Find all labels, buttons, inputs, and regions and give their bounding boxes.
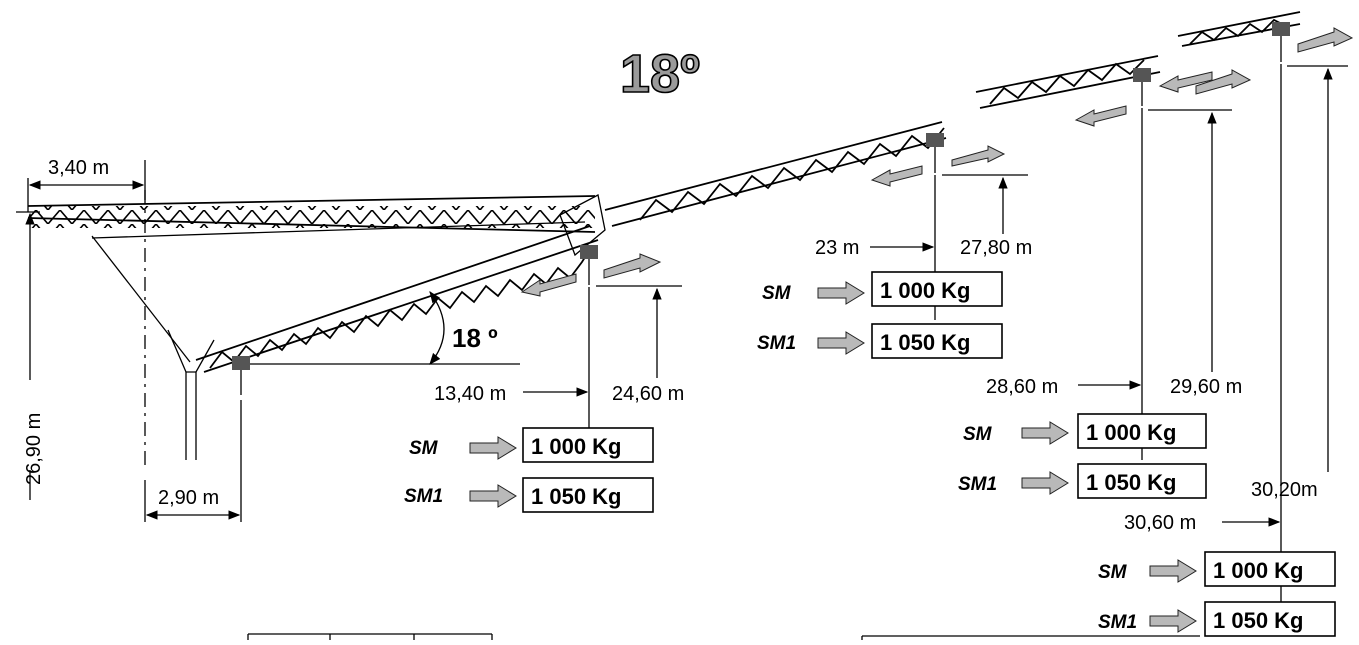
load-group-2: SM 1 000 Kg SM1 1 050 Kg (757, 271, 1003, 359)
dim-radius-4: 30,60 m (1124, 512, 1196, 534)
jib-angle-label: 18 º (452, 323, 498, 353)
dim-top-left-offset: 3,40 m (48, 157, 109, 179)
load-group-3: SM 1 000 Kg SM1 1 050 Kg (958, 413, 1207, 499)
sm-value: 1 000 Kg (531, 434, 622, 459)
tower-mast (91, 190, 215, 470)
dim-radius-2: 23 m (815, 237, 859, 259)
sm1-label: SM1 (958, 474, 997, 495)
sm1-value: 1 050 Kg (1086, 470, 1177, 495)
dim-height-4: 30,20m (1251, 479, 1318, 501)
sm-value: 1 000 Kg (1086, 420, 1177, 445)
luffing-jib-upper (604, 11, 1301, 227)
sm1-label: SM1 (404, 486, 443, 507)
horizontal-jib (27, 195, 596, 239)
load-group-1: SM 1 000 Kg SM1 1 050 Kg (404, 427, 654, 513)
sm1-value: 1 050 Kg (531, 484, 622, 509)
sm1-label: SM1 (1098, 612, 1137, 633)
sm-label: SM (762, 283, 792, 304)
dim-height-2: 27,80 m (960, 237, 1032, 259)
sm-label: SM (1098, 562, 1128, 583)
sm-label: SM (963, 424, 993, 445)
sm-value: 1 000 Kg (880, 278, 971, 303)
dim-base-offset: 2,90 m (158, 487, 219, 509)
sm1-label: SM1 (757, 333, 796, 354)
load-group-4: SM 1 000 Kg SM1 1 050 Kg (1098, 551, 1336, 637)
table-outline-right (861, 635, 1200, 640)
trolley-hooks (232, 22, 1290, 395)
dim-radius-1: 13,40 m (434, 383, 506, 405)
sm1-value: 1 050 Kg (880, 330, 971, 355)
sm-label: SM (409, 438, 439, 459)
sm-value: 1 000 Kg (1213, 558, 1304, 583)
luffing-jib-lower (195, 194, 606, 373)
dim-radius-3: 28,60 m (986, 376, 1058, 398)
trolley-travel-arrows (520, 27, 1354, 297)
dim-height-1: 24,60 m (612, 383, 684, 405)
table-outline-left (247, 633, 493, 640)
sm1-value: 1 050 Kg (1213, 608, 1304, 633)
dim-height-3: 29,60 m (1170, 376, 1242, 398)
diagram-title: 18º (620, 44, 700, 104)
dim-height-left: 26,90 m (23, 413, 45, 485)
